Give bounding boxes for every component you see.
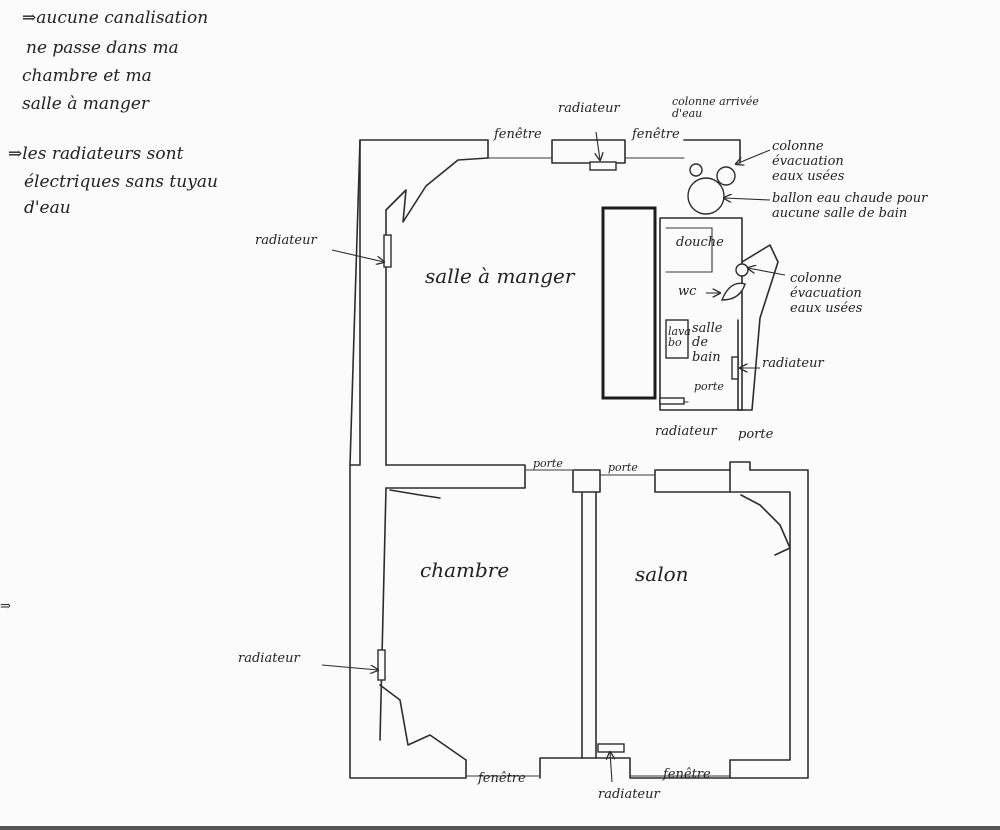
outer-walls: [349, 139, 809, 779]
radiator-icon: [377, 649, 386, 681]
water-columns: [687, 163, 749, 277]
wc-fixture: [720, 282, 746, 301]
window-label: fenêtre: [478, 771, 526, 786]
column-icon: [689, 163, 703, 177]
room-bedroom-label: chambre: [420, 558, 510, 582]
scan-edge: [0, 826, 1000, 830]
window-label: fenêtre: [663, 767, 711, 782]
note-line: d'eau: [24, 198, 71, 218]
door-label: porte: [738, 427, 774, 442]
margin-mark: ⇒: [0, 599, 11, 614]
bathroom-block: [601, 206, 779, 411]
radiator-label: radiateur: [255, 233, 317, 248]
drain-column-label: colonne évacuation eaux usées: [790, 271, 863, 316]
radiator-label: radiateur: [655, 424, 717, 439]
water-heater-label: ballon eau chaude pour aucune salle de b…: [772, 191, 928, 221]
room-dining-label: salle à manger: [425, 264, 575, 288]
radiator-label: radiateur: [762, 356, 824, 371]
room-living-label: salon: [635, 562, 689, 586]
door-label: porte: [533, 457, 563, 470]
bathroom-label: salle de bain: [692, 321, 723, 365]
note-line: ne passe dans ma: [26, 38, 179, 58]
column-icon: [735, 263, 749, 277]
shower-label: douche: [676, 235, 724, 250]
lavabo-fixture: [665, 319, 689, 359]
lavabo-label: lava bo: [668, 325, 691, 349]
note-line: ⇒aucune canalisation: [22, 8, 209, 28]
wc-label: wc: [678, 284, 697, 299]
radiator-label: radiateur: [598, 787, 660, 802]
water-heater-icon: [687, 177, 725, 215]
radiator-label: radiateur: [558, 101, 620, 116]
radiator-icon: [383, 234, 392, 268]
note-line: ⇒les radiateurs sont: [8, 144, 184, 164]
radiators: [377, 161, 739, 753]
annotation-arrows: [321, 131, 786, 783]
radiator-icon: [731, 356, 739, 380]
window-lines: [465, 157, 731, 777]
radiator-label: radiateur: [238, 651, 300, 666]
radiator-icon: [589, 161, 617, 171]
water-inlet-label: colonne arrivée d'eau: [672, 95, 759, 121]
door-label: porte: [608, 461, 638, 474]
door-label: porte: [694, 380, 724, 393]
note-line: électriques sans tuyau: [24, 172, 218, 192]
window-label: fenêtre: [494, 127, 542, 142]
column-icon: [716, 166, 736, 186]
radiator-icon: [597, 743, 625, 753]
radiator-icon: [659, 397, 685, 405]
note-line: chambre et ma: [22, 66, 152, 86]
drain-column-label: colonne évacuation eaux usées: [772, 139, 845, 184]
note-line: salle à manger: [22, 94, 150, 114]
window-label: fenêtre: [632, 127, 680, 142]
jagged-walls: [379, 157, 791, 761]
